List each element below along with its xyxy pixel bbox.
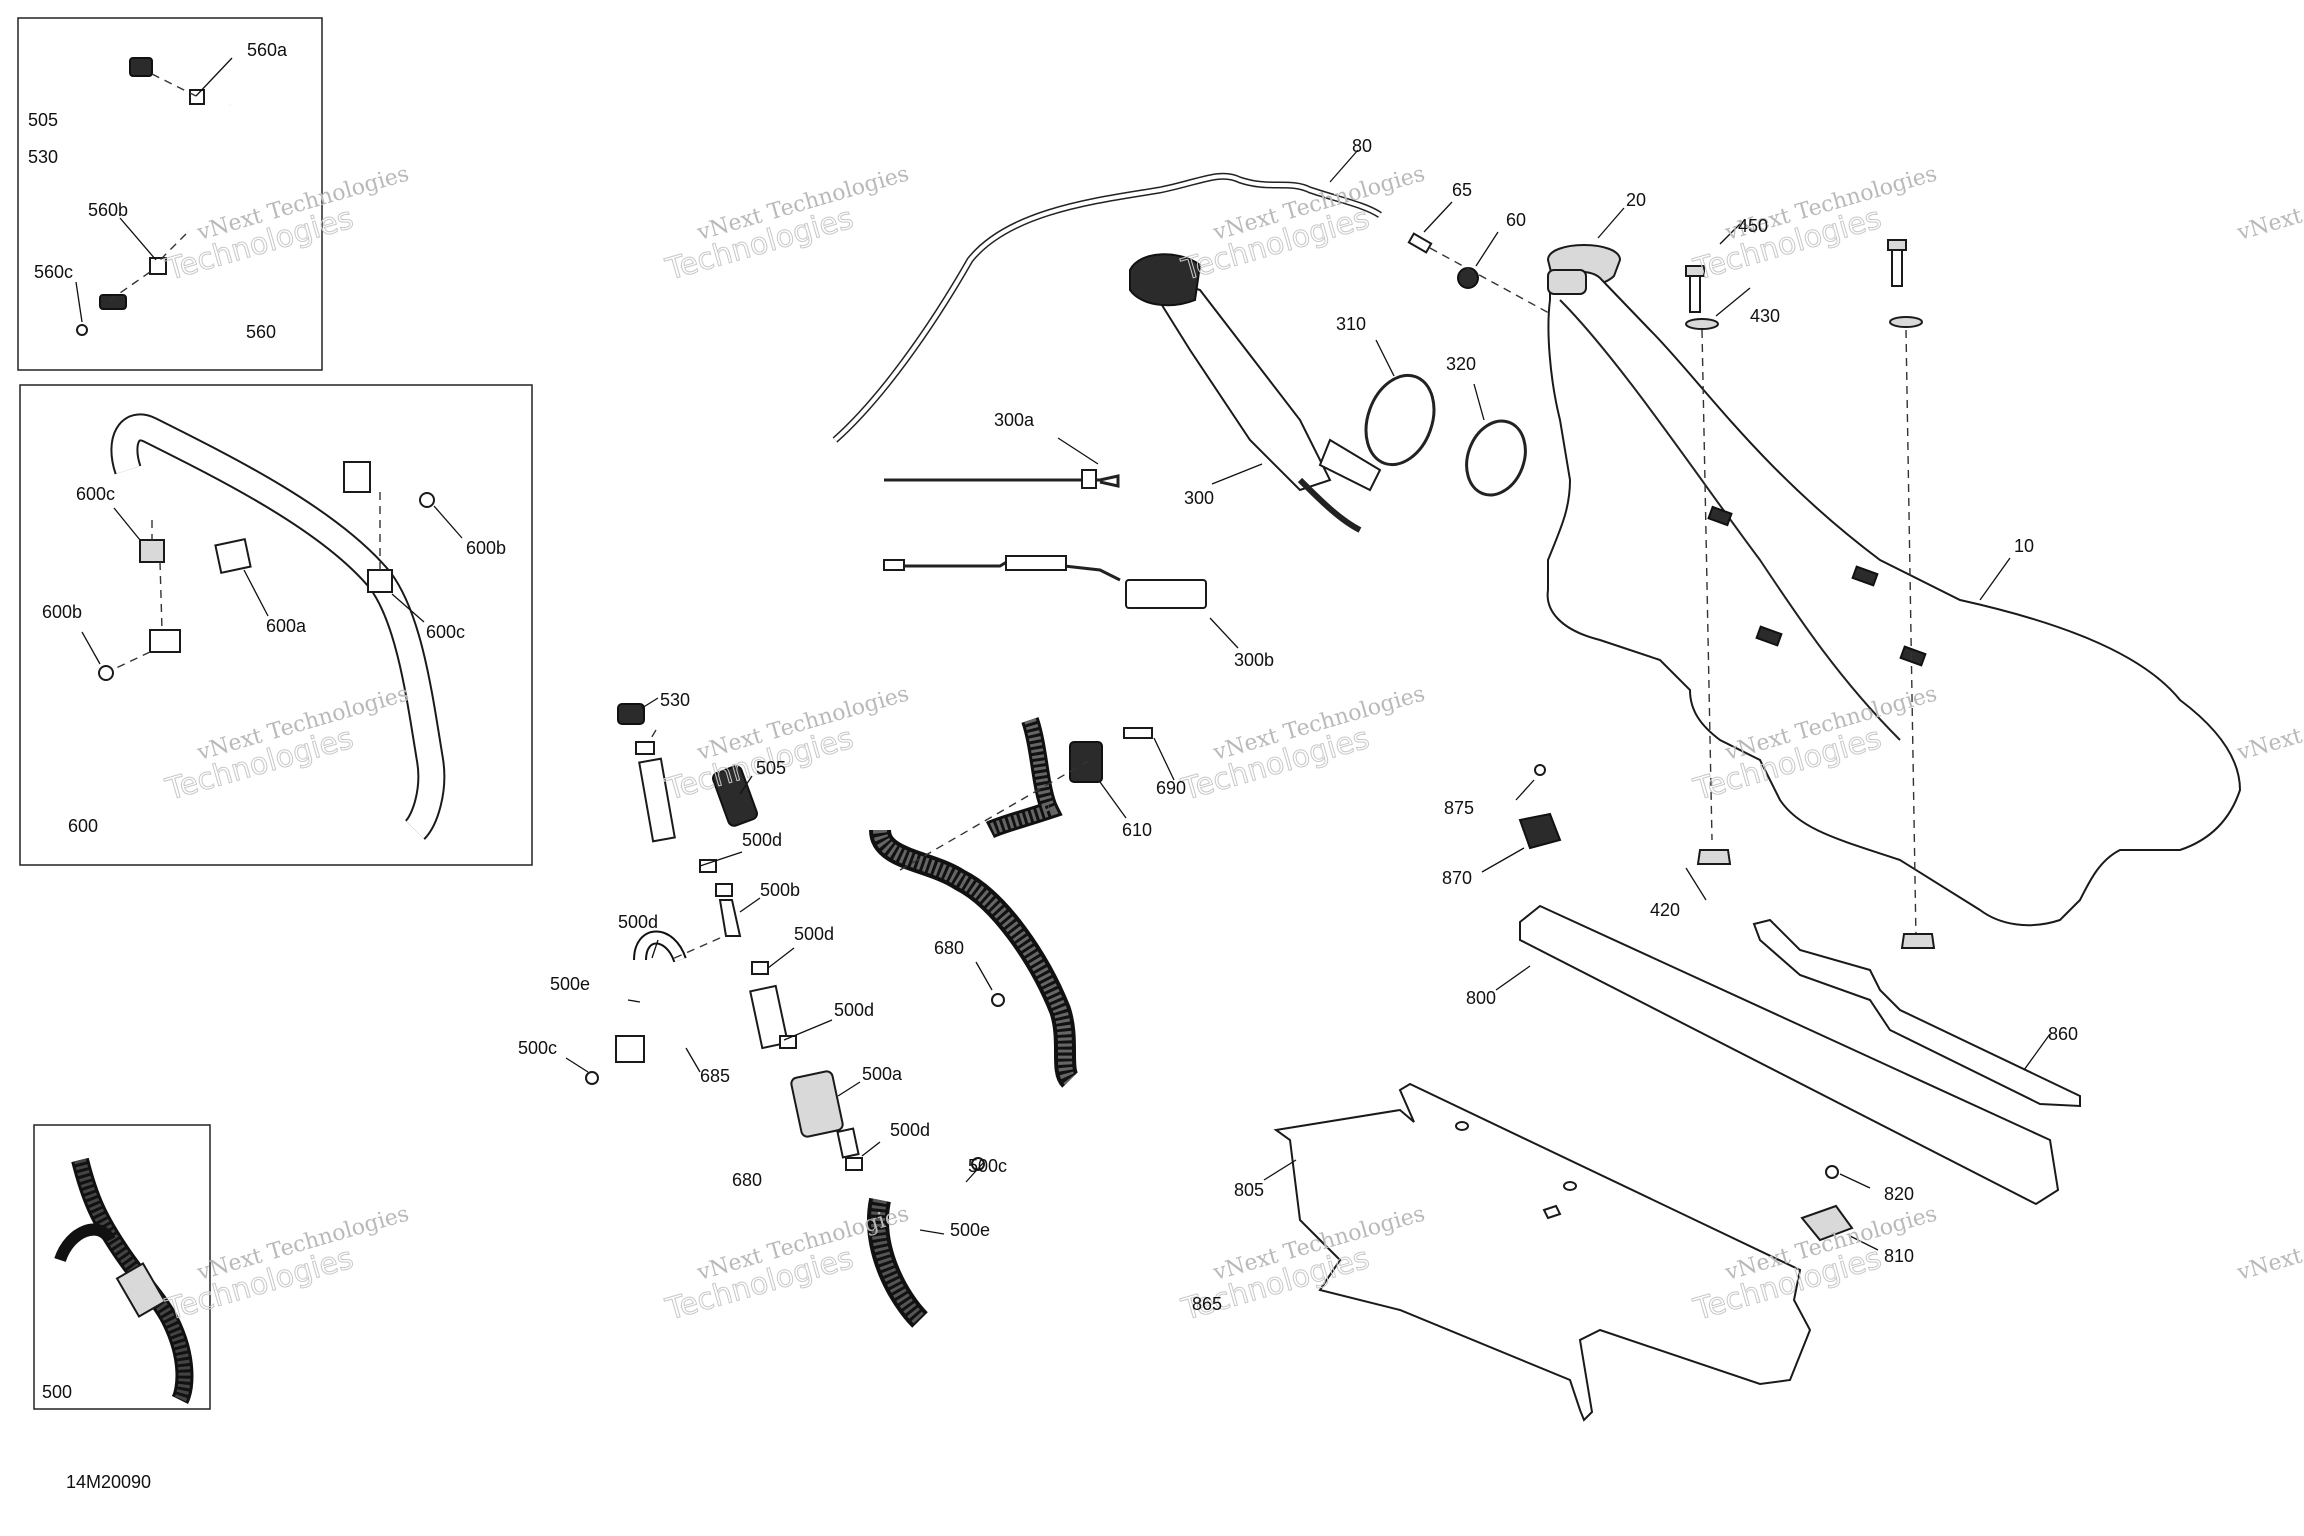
callout-500c-1: 500c [518,1038,557,1058]
label-560b: 560b [88,200,128,220]
callout-690: 690 [1156,778,1186,798]
callout-500e-1: 500e [550,974,590,994]
seal-rings [1364,339,1527,497]
watermark-text: vNext Technologies [2234,161,2304,246]
label-600: 600 [68,816,98,836]
callout-300: 300 [1184,488,1214,508]
inset-box-500: 500 [33,1124,211,1410]
skid-plate-805 [1263,1082,1812,1422]
callout-500d-2: 500d [618,912,658,932]
watermark-text: vNext Technologies [2234,1201,2304,1286]
callout-430: 430 [1750,306,1780,326]
callout-685: 685 [700,1066,730,1086]
label-560: 560 [246,322,276,342]
hose-assembly-610 [869,717,1175,1088]
callout-505: 505 [756,758,786,778]
fuel-pump-300 [1057,253,1382,533]
callout-60: 60 [1506,210,1526,230]
diagram-id: 14M20090 [66,1472,151,1492]
label-500-inset: 500 [42,1382,72,1402]
callout-300b: 300b [1234,650,1274,670]
callout-865: 865 [1192,1294,1222,1314]
callout-500c-2: 500c [968,1156,1007,1176]
label-530-inset: 530 [28,147,58,167]
label-600a: 600a [266,616,307,636]
callout-500a: 500a [862,1064,903,1084]
label-505-inset: 505 [28,110,58,130]
float-arm-300b [883,555,1239,649]
callout-320: 320 [1446,354,1476,374]
heat-shield-800 [1495,904,2060,1206]
callout-450: 450 [1738,216,1768,236]
callout-820: 820 [1884,1184,1914,1204]
inset-box-600: 600c 600b 600b 600a 600c 600 [19,384,533,866]
callout-420: 420 [1650,900,1680,920]
callout-500e-2: 500e [950,1220,990,1240]
callout-530: 530 [660,690,690,710]
callout-870: 870 [1442,868,1472,888]
callout-310: 310 [1336,314,1366,334]
callout-80: 80 [1352,136,1372,156]
callout-680-2: 680 [934,938,964,958]
callout-300a: 300a [994,410,1035,430]
callout-810: 810 [1884,1246,1914,1266]
vent-line-80 [832,149,1382,443]
callout-500d-3: 500d [794,924,834,944]
clip-870 [1481,764,1562,873]
callout-labels: 80 65 60 20 450 430 310 320 300a 300 300… [518,136,2078,1314]
inset-box-560: 560a 505 530 560b 560c 560 [17,17,323,371]
watermark-text: vNext Technologies [2234,681,2304,766]
sender-rod-300a [884,469,1120,489]
callout-610: 610 [1122,820,1152,840]
label-600c-left: 600c [76,484,115,504]
callout-875: 875 [1444,798,1474,818]
label-600b-left: 600b [42,602,82,622]
callout-680-1: 680 [732,1170,762,1190]
label-600b-right: 600b [466,538,506,558]
label-560a: 560a [247,40,288,60]
callout-20: 20 [1626,190,1646,210]
callout-800: 800 [1466,988,1496,1008]
bracket-860 [1752,918,2081,1108]
label-600c-right: 600c [426,622,465,642]
callout-860: 860 [2048,1024,2078,1044]
callout-65: 65 [1452,180,1472,200]
callout-500b: 500b [760,880,800,900]
callout-500d-5: 500d [890,1120,930,1140]
mounting-hardware [1685,223,1936,949]
callout-10: 10 [2014,536,2034,556]
callout-805: 805 [1234,1180,1264,1200]
fuel-tank-10 [1546,269,2242,927]
fuel-lines-center [565,697,985,1328]
callout-500d-4: 500d [834,1000,874,1020]
clip-810 [1800,1165,1879,1251]
callout-500d-1: 500d [742,830,782,850]
label-560c: 560c [34,262,73,282]
